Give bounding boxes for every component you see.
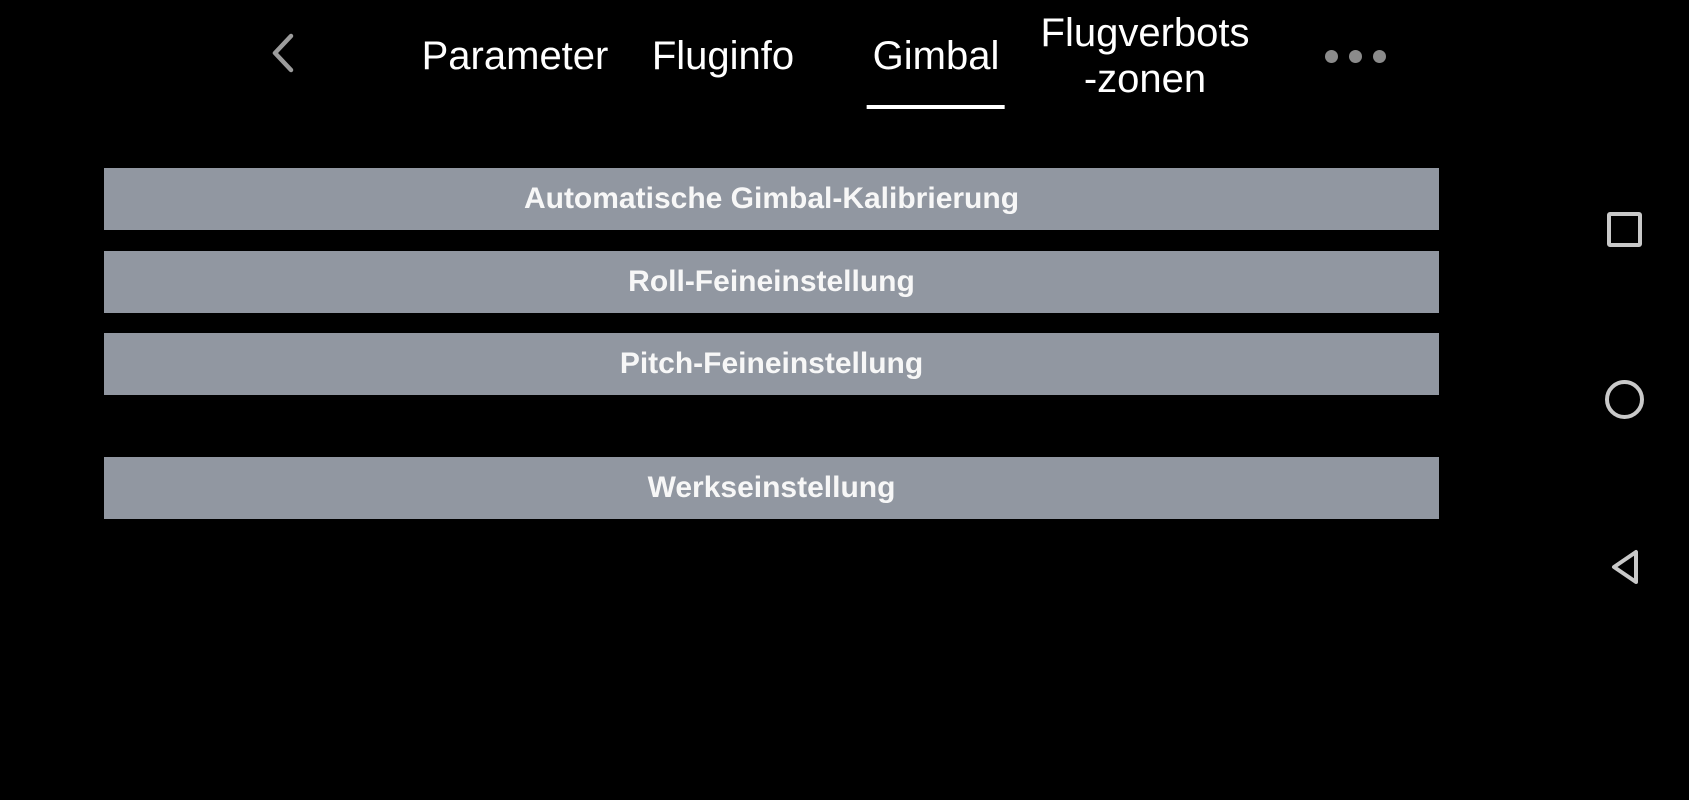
tab-label-line1: Flugverbots	[1040, 11, 1250, 55]
ellipsis-dot-icon	[1373, 49, 1386, 63]
tab-parameter[interactable]: Parameter	[422, 0, 609, 112]
tab-flugverbotszonen[interactable]: Flugverbots -zonen	[1041, 0, 1250, 112]
tab-label: Parameter	[421, 34, 609, 78]
tab-fluginfo[interactable]: Fluginfo	[652, 0, 794, 112]
tab-gimbal[interactable]: Gimbal	[866, 0, 1005, 112]
square-icon	[1607, 211, 1642, 247]
back-nav-button[interactable]	[1590, 532, 1660, 602]
active-tab-underline	[866, 105, 1005, 109]
chevron-left-icon	[272, 33, 294, 73]
pitch-fine-tune-button[interactable]: Pitch-Feineinstellung	[104, 333, 1439, 395]
triangle-left-icon	[1611, 550, 1638, 584]
auto-gimbal-calibration-button[interactable]: Automatische Gimbal-Kalibrierung	[104, 168, 1439, 230]
ellipsis-dot-icon	[1349, 49, 1362, 63]
tab-label: Gimbal	[872, 34, 1000, 78]
back-button[interactable]	[250, 18, 314, 88]
tab-label-line2: -zonen	[1083, 57, 1207, 101]
home-button[interactable]	[1590, 364, 1660, 434]
recents-button[interactable]	[1590, 194, 1660, 264]
more-menu-button[interactable]	[1325, 49, 1386, 63]
factory-reset-button[interactable]: Werkseinstellung	[104, 457, 1439, 519]
circle-icon	[1605, 379, 1644, 419]
android-navigation-bar	[1560, 0, 1689, 800]
settings-tab-header: Parameter Fluginfo Gimbal Flugverbots -z…	[0, 0, 1689, 112]
tab-label: Fluginfo	[651, 34, 795, 78]
roll-fine-tune-button[interactable]: Roll-Feineinstellung	[104, 251, 1439, 313]
ellipsis-dot-icon	[1325, 49, 1338, 63]
